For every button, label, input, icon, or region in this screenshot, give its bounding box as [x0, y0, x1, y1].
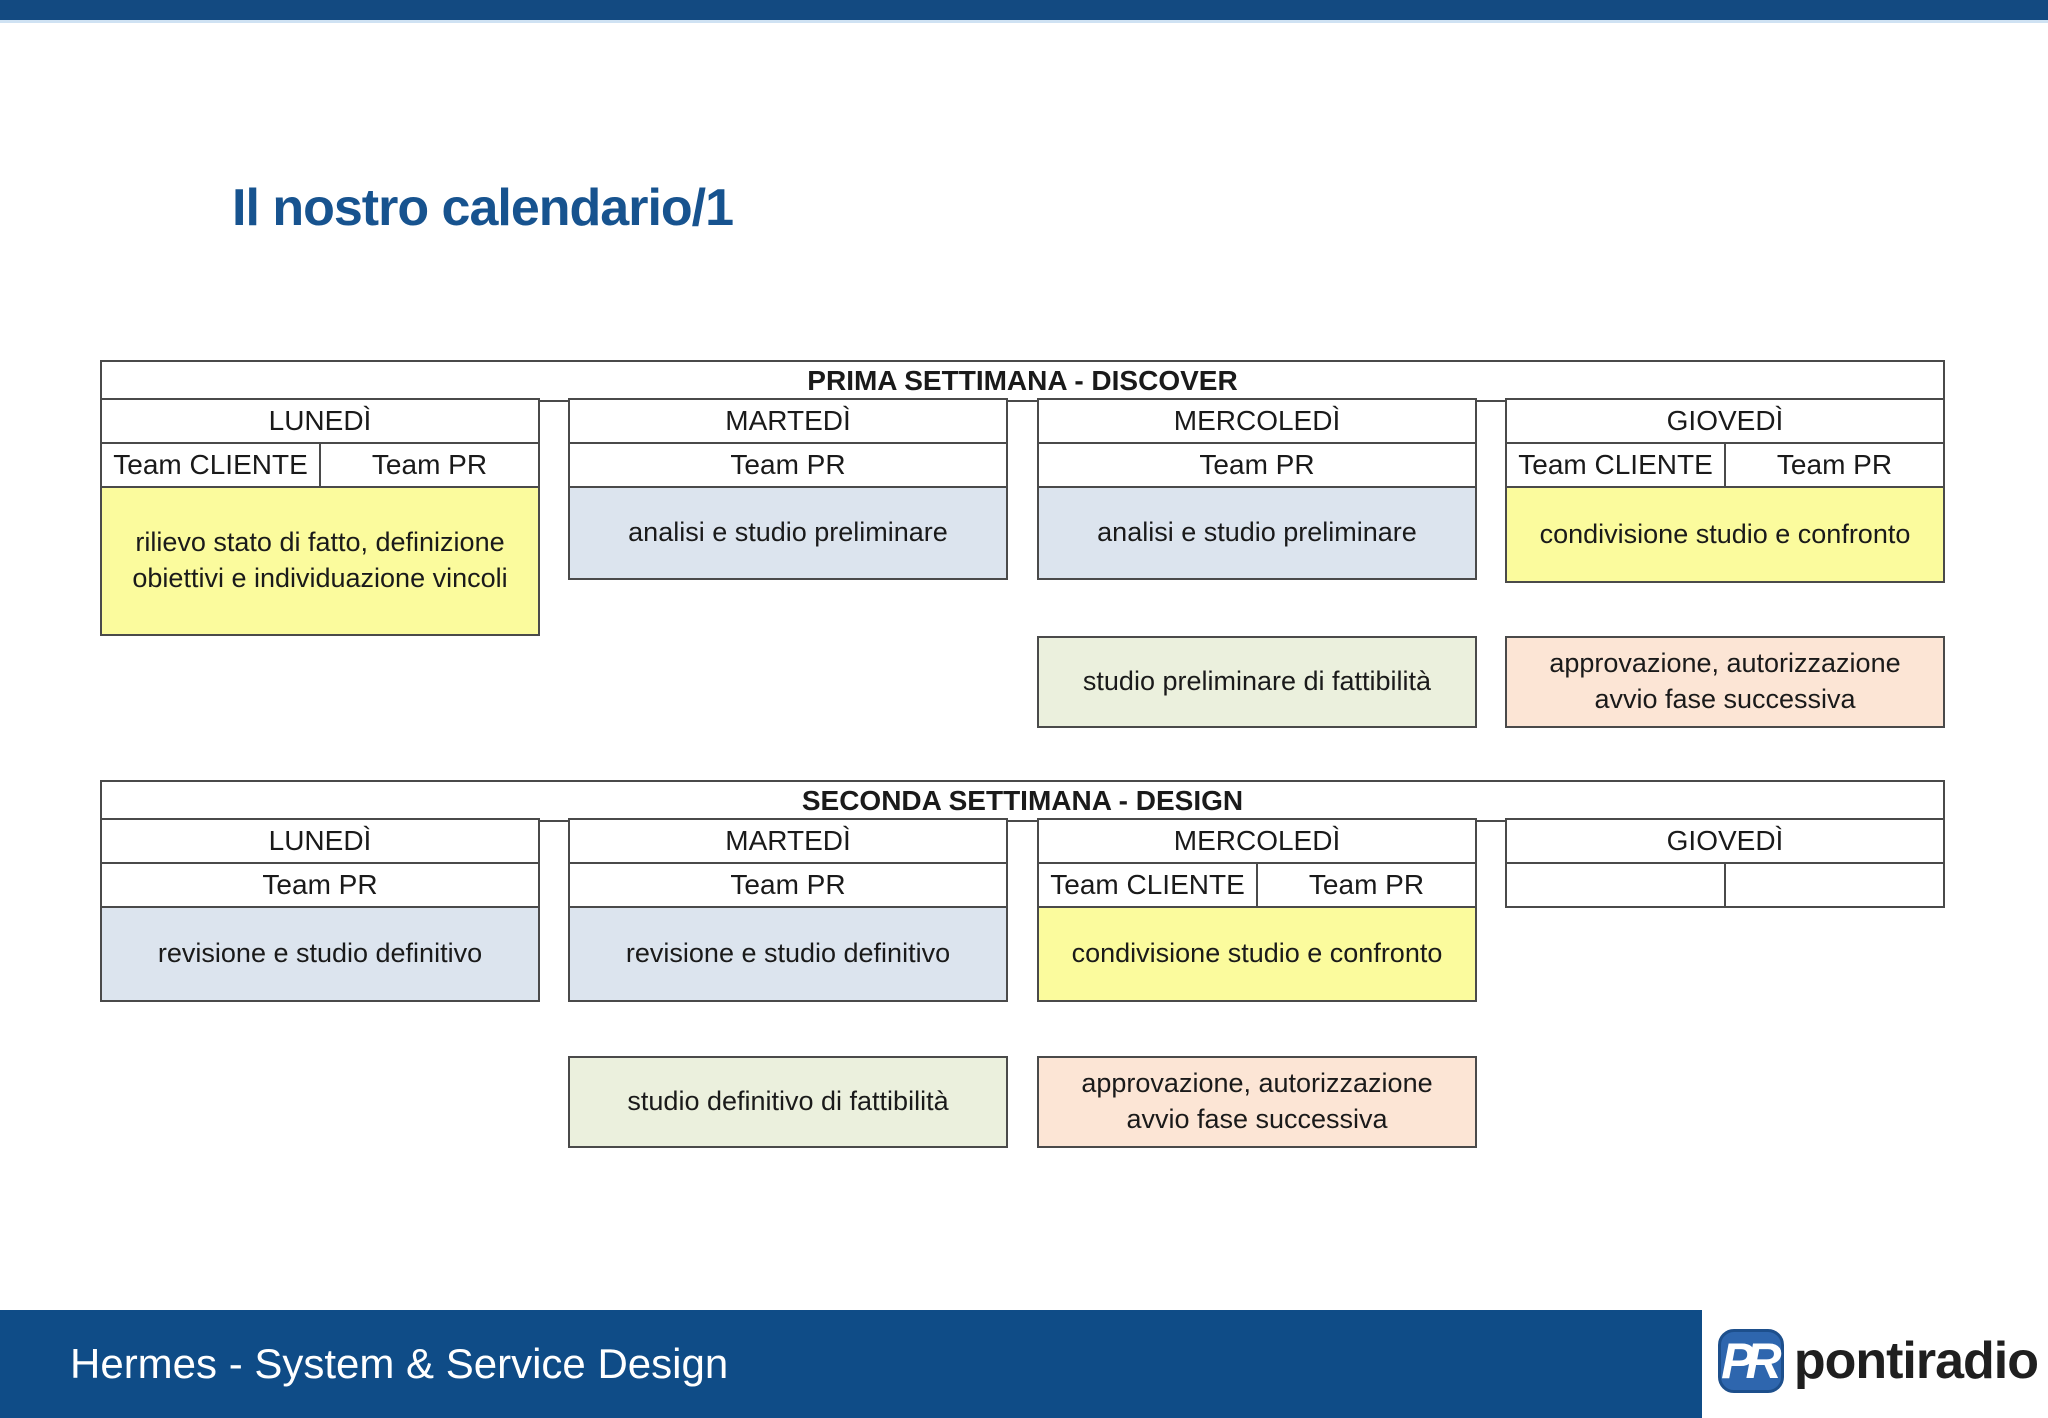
week1-monday-teams: Team CLIENTE Team PR [100, 442, 540, 488]
week1-tuesday-activity: analisi e studio preliminare [568, 486, 1008, 580]
team-cliente-cell: Team CLIENTE [113, 449, 308, 480]
team-pr-cell: Team PR [319, 444, 538, 486]
week2-wednesday-activity: condivisione studio e confronto [1037, 906, 1477, 1002]
week2-wednesday-label: MERCOLEDÌ [1037, 818, 1477, 864]
team-pr-cell: Team PR [262, 869, 378, 900]
pontiradio-logo: PR pontiradio [1718, 1326, 2039, 1396]
deliverable-text: studio definitivo di fattibilità [627, 1086, 949, 1117]
week2-wednesday-teams: Team CLIENTE Team PR [1037, 862, 1477, 908]
page-title: Il nostro calendario/1 [232, 179, 734, 237]
week1-tuesday-column: MARTEDÌ Team PR analisi e studio prelimi… [568, 398, 1008, 580]
footer-title: Hermes - System & Service Design [70, 1340, 729, 1387]
activity-text: rilievo stato di fatto, definizione obie… [132, 527, 508, 593]
week2-thursday-column: GIOVEDÌ [1505, 818, 1945, 908]
deliverable-text: approvazione, autorizzazione avvio fase … [1549, 648, 1901, 714]
week1-thursday-label: GIOVEDÌ [1505, 398, 1945, 444]
week2-approval-box: approvazione, autorizzazione avvio fase … [1037, 1056, 1477, 1148]
logo-name: pontiradio [1793, 1332, 2039, 1390]
empty-team-cell [1507, 864, 1724, 906]
week2-tuesday-column: MARTEDÌ Team PR revisione e studio defin… [568, 818, 1008, 1002]
week2-tuesday-label: MARTEDÌ [568, 818, 1008, 864]
team-pr-cell: Team PR [730, 869, 846, 900]
activity-text: condivisione studio e confronto [1539, 518, 1911, 549]
empty-team-cell [1724, 864, 1943, 906]
activity-text: analisi e studio preliminare [1097, 517, 1417, 548]
week1-thursday-teams: Team CLIENTE Team PR [1505, 442, 1945, 488]
week1-thursday-activity: condivisione studio e confronto [1505, 486, 1945, 583]
week1-tuesday-label: MARTEDÌ [568, 398, 1008, 444]
activity-text: condivisione studio e confronto [1071, 938, 1443, 969]
week2-monday-activity: revisione e studio definitivo [100, 906, 540, 1002]
week2-feasibility-box: studio definitivo di fattibilità [568, 1056, 1008, 1148]
activity-text: analisi e studio preliminare [628, 517, 948, 548]
week1-feasibility-box: studio preliminare di fattibilità [1037, 636, 1477, 728]
week1-tuesday-teams: Team PR [568, 442, 1008, 488]
activity-text: revisione e studio definitivo [157, 938, 483, 969]
week1-wednesday-column: MERCOLEDÌ Team PR analisi e studio preli… [1037, 398, 1477, 580]
team-pr-cell: Team PR [1256, 864, 1475, 906]
week2-tuesday-teams: Team PR [568, 862, 1008, 908]
week2-header: SECONDA SETTIMANA - DESIGN [100, 780, 1945, 822]
team-cliente-cell: Team CLIENTE [1518, 449, 1713, 480]
week1-wednesday-label: MERCOLEDÌ [1037, 398, 1477, 444]
week1-wednesday-activity: analisi e studio preliminare [1037, 486, 1477, 580]
team-pr-cell: Team PR [1724, 444, 1943, 486]
pr-monogram-icon: PR [1718, 1329, 1784, 1393]
top-accent-bar [0, 0, 2048, 23]
footer-bar: Hermes - System & Service Design [0, 1310, 1702, 1418]
week2-monday-label: LUNEDÌ [100, 818, 540, 864]
deliverable-text: approvazione, autorizzazione avvio fase … [1081, 1068, 1433, 1134]
week1-header: PRIMA SETTIMANA - DISCOVER [100, 360, 1945, 402]
week1-monday-label: LUNEDÌ [100, 398, 540, 444]
week1-approval-box: approvazione, autorizzazione avvio fase … [1505, 636, 1945, 728]
week2-monday-column: LUNEDÌ Team PR revisione e studio defini… [100, 818, 540, 1002]
activity-text: revisione e studio definitivo [625, 938, 951, 969]
team-pr-cell: Team PR [1199, 449, 1315, 480]
team-pr-cell: Team PR [730, 449, 846, 480]
week1-wednesday-teams: Team PR [1037, 442, 1477, 488]
team-cliente-cell: Team CLIENTE [1050, 869, 1245, 900]
week2-thursday-teams [1505, 862, 1945, 908]
week1-monday-column: LUNEDÌ Team CLIENTE Team PR rilievo stat… [100, 398, 540, 636]
week2-wednesday-column: MERCOLEDÌ Team CLIENTE Team PR condivisi… [1037, 818, 1477, 1002]
week2-monday-teams: Team PR [100, 862, 540, 908]
week1-monday-activity: rilievo stato di fatto, definizione obie… [100, 486, 540, 636]
deliverable-text: studio preliminare di fattibilità [1082, 666, 1432, 697]
week2-tuesday-activity: revisione e studio definitivo [568, 906, 1008, 1002]
week1-thursday-column: GIOVEDÌ Team CLIENTE Team PR condivision… [1505, 398, 1945, 583]
week2-thursday-label: GIOVEDÌ [1505, 818, 1945, 864]
